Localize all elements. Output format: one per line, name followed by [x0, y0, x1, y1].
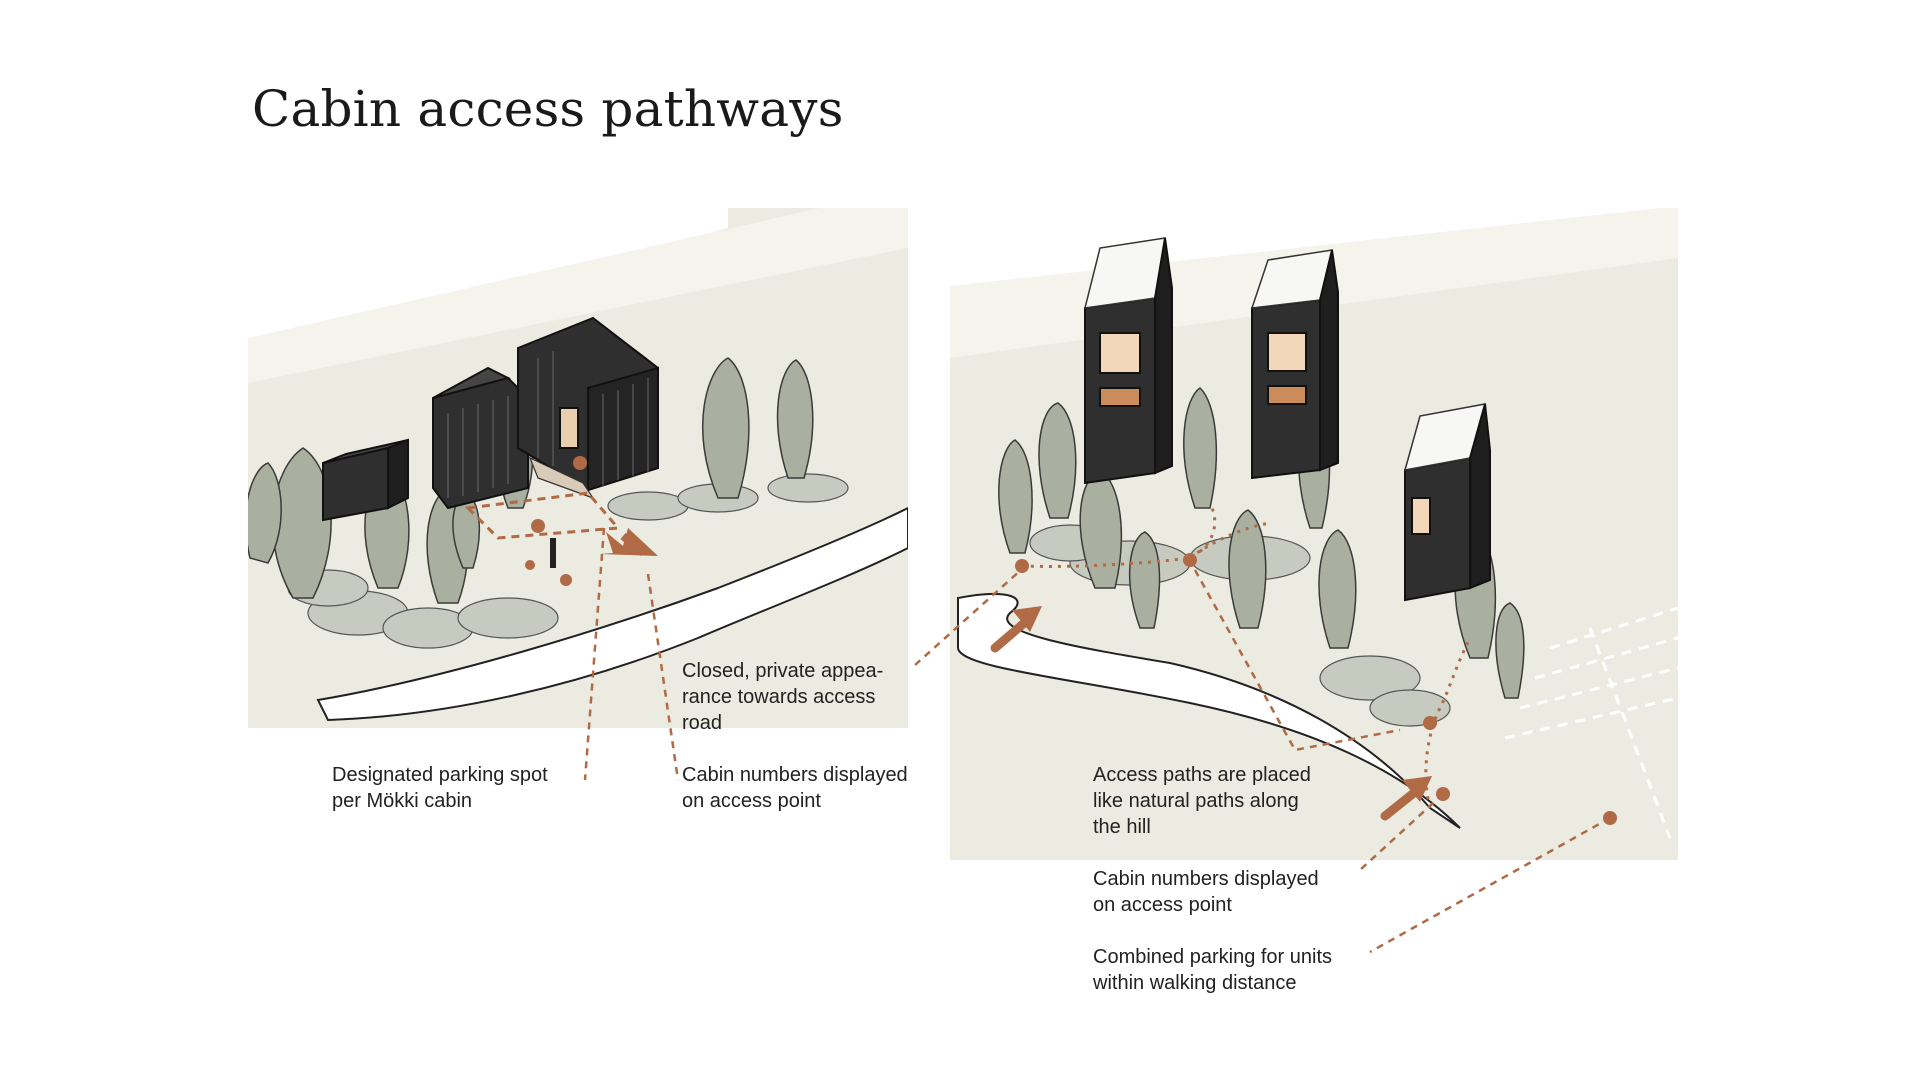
annotation-cabin-numbers-left: Cabin numbers displayed on access point	[682, 764, 908, 812]
page-title: Cabin access pathways	[252, 80, 844, 138]
annotation-natural-paths: Access paths are placed like natural pat…	[1093, 764, 1311, 838]
annotation-combined-parking: Combined parking for units within walkin…	[1093, 946, 1333, 994]
annotation-cabin-numbers-right: Cabin numbers displayed on access point	[1093, 868, 1319, 916]
annotation-private-appearance: Closed, private appea- rance towards acc…	[682, 660, 884, 734]
annotation-designated-parking: Designated parking spot per Mökki cabin	[332, 764, 548, 812]
left-site-sketch	[248, 208, 908, 728]
right-site-sketch	[950, 208, 1678, 860]
